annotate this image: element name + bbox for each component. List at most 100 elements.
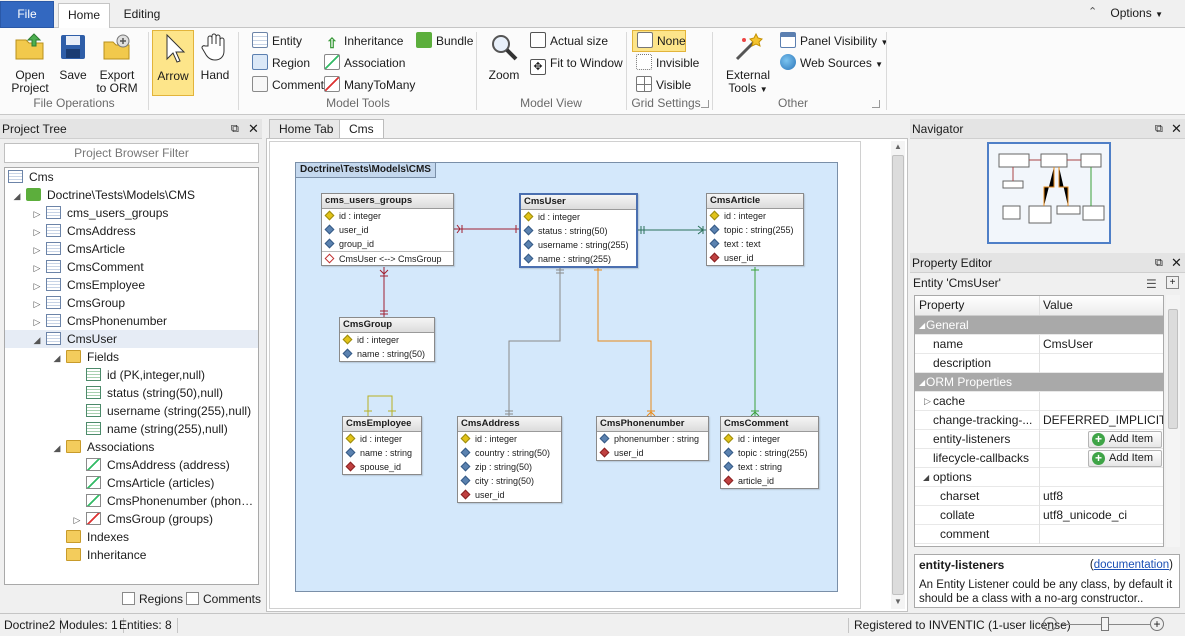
collapsed-arrow-icon[interactable]: ▷ bbox=[33, 209, 41, 219]
tree-node-entity[interactable]: ▷CmsGroup bbox=[32, 294, 125, 312]
tree-node-association[interactable]: CmsPhonenumber (phon… bbox=[86, 492, 253, 510]
manytomany-tool-button[interactable]: ManyToMany bbox=[324, 75, 415, 95]
collapsed-arrow-icon[interactable]: ▷ bbox=[924, 396, 931, 406]
association-tool-button[interactable]: Association bbox=[324, 53, 405, 73]
collapsed-arrow-icon[interactable]: ▷ bbox=[73, 515, 81, 525]
expanded-arrow-icon[interactable]: ◢ bbox=[923, 473, 930, 482]
collapse-ribbon-icon[interactable]: ⌃ bbox=[1088, 6, 1098, 18]
close-icon[interactable]: ✕ bbox=[1171, 121, 1182, 136]
close-icon[interactable]: ✕ bbox=[248, 121, 259, 136]
entity-cms-address[interactable]: CmsAddress id : integer country : string… bbox=[457, 416, 562, 503]
tab-home[interactable]: Home bbox=[58, 3, 110, 29]
hand-tool-button[interactable]: Hand bbox=[198, 32, 232, 82]
close-icon[interactable]: ✕ bbox=[1171, 255, 1182, 270]
scroll-up-icon[interactable]: ▲ bbox=[894, 142, 902, 151]
tree-node-entity[interactable]: ▷CmsAddress bbox=[32, 222, 136, 240]
tree-node-field[interactable]: id (PK,integer,null) bbox=[86, 366, 205, 384]
tree-node-associations[interactable]: ◢Associations bbox=[52, 438, 154, 456]
property-value[interactable]: utf8_unicode_ci bbox=[1043, 508, 1128, 522]
collapsed-arrow-icon[interactable]: ▷ bbox=[33, 299, 41, 309]
property-row[interactable]: comment bbox=[915, 525, 1163, 544]
tree-node-association[interactable]: CmsArticle (articles) bbox=[86, 474, 214, 492]
zoom-in-icon[interactable]: + bbox=[1150, 617, 1164, 631]
tree-node-entity[interactable]: ▷CmsEmployee bbox=[32, 276, 145, 294]
zoom-slider-thumb[interactable] bbox=[1101, 617, 1109, 631]
property-row[interactable]: description bbox=[915, 354, 1163, 373]
namespace-region[interactable]: Doctrine\Tests\Models\CMS bbox=[295, 162, 838, 592]
entity-cms-article[interactable]: CmsArticle id : integer topic : string(2… bbox=[706, 193, 804, 266]
tree-node-inheritance[interactable]: Inheritance bbox=[66, 546, 146, 564]
project-browser-filter-input[interactable]: Project Browser Filter bbox=[4, 143, 259, 163]
entity-cms-phonenumber[interactable]: CmsPhonenumber phonenumber : string user… bbox=[596, 416, 709, 461]
grid-settings-launcher-icon[interactable] bbox=[701, 100, 709, 108]
expanded-arrow-icon[interactable]: ◢ bbox=[919, 321, 926, 330]
export-to-orm-button[interactable]: Export to ORM bbox=[94, 32, 140, 95]
open-project-button[interactable]: Open Project bbox=[8, 32, 52, 95]
expanded-arrow-icon[interactable]: ◢ bbox=[919, 378, 926, 387]
collapsed-arrow-icon[interactable]: ▷ bbox=[33, 263, 41, 273]
save-button[interactable]: Save bbox=[56, 32, 90, 82]
tree-node-field[interactable]: name (string(255),null) bbox=[86, 420, 228, 438]
property-value[interactable] bbox=[1040, 525, 1163, 544]
expanded-arrow-icon[interactable]: ◢ bbox=[33, 335, 41, 345]
scrollbar-thumb[interactable] bbox=[892, 155, 904, 595]
tree-node-entity[interactable]: ▷CmsArticle bbox=[32, 240, 125, 258]
comments-checkbox[interactable] bbox=[186, 592, 199, 605]
collapsed-arrow-icon[interactable]: ▷ bbox=[33, 227, 41, 237]
region-tool-button[interactable]: Region bbox=[252, 53, 310, 73]
tab-file[interactable]: File bbox=[0, 1, 54, 28]
inheritance-tool-button[interactable]: ⇧Inheritance bbox=[324, 31, 403, 51]
entity-cms-group[interactable]: CmsGroup id : integer name : string(50) bbox=[339, 317, 435, 362]
zoom-button[interactable]: Zoom bbox=[484, 32, 524, 82]
other-launcher-icon[interactable] bbox=[872, 100, 880, 108]
tab-cms[interactable]: Cms bbox=[339, 119, 384, 139]
grid-invisible-button[interactable]: Invisible bbox=[636, 53, 699, 73]
property-row[interactable]: ◢options bbox=[915, 468, 1163, 487]
sort-list-icon[interactable]: ☰ bbox=[1146, 277, 1157, 291]
tree-node-cms[interactable]: Cms bbox=[8, 168, 54, 186]
collapsed-arrow-icon[interactable]: ▷ bbox=[33, 245, 41, 255]
grid-none-button[interactable]: None bbox=[632, 30, 686, 52]
property-value[interactable] bbox=[1040, 354, 1163, 373]
tree-node-namespace[interactable]: ◢Doctrine\Tests\Models\CMS bbox=[12, 186, 195, 204]
zoom-out-icon[interactable]: − bbox=[1043, 617, 1057, 631]
expanded-arrow-icon[interactable]: ◢ bbox=[53, 353, 61, 363]
property-value[interactable]: DEFERRED_IMPLICIT bbox=[1043, 413, 1164, 427]
float-panel-icon[interactable]: ⧉ bbox=[1155, 123, 1163, 135]
float-panel-icon[interactable]: ⧉ bbox=[1155, 257, 1163, 269]
property-value[interactable]: CmsUser bbox=[1043, 337, 1093, 351]
property-row[interactable]: change-tracking-...DEFERRED_IMPLICIT bbox=[915, 411, 1164, 430]
documentation-link-text[interactable]: documentation bbox=[1093, 559, 1170, 571]
property-row[interactable]: ▷cache bbox=[915, 392, 1163, 411]
entity-cms-employee[interactable]: CmsEmployee id : integer name : string s… bbox=[342, 416, 422, 475]
tree-node-association[interactable]: CmsAddress (address) bbox=[86, 456, 230, 474]
tab-editing[interactable]: Editing bbox=[123, 7, 161, 21]
property-grid-scrollbar[interactable] bbox=[1166, 295, 1180, 547]
comment-tool-button[interactable]: Comment bbox=[252, 75, 324, 95]
property-value[interactable]: utf8 bbox=[1043, 489, 1064, 503]
panel-visibility-button[interactable]: Panel Visibility ▼ bbox=[780, 31, 888, 51]
tab-home-tab[interactable]: Home Tab bbox=[269, 119, 344, 139]
collapsed-arrow-icon[interactable]: ▷ bbox=[33, 281, 41, 291]
property-category-orm[interactable]: ◢ORM Properties bbox=[915, 373, 1163, 392]
property-row[interactable]: lifecycle-callbacks+Add Item bbox=[915, 449, 1163, 468]
navigator-viewport[interactable] bbox=[987, 142, 1111, 244]
tree-node-entity[interactable]: ▷CmsPhonenumber bbox=[32, 312, 167, 330]
add-item-button[interactable]: +Add Item bbox=[1088, 450, 1162, 467]
scroll-down-icon[interactable]: ▼ bbox=[894, 597, 902, 606]
tree-node-fields[interactable]: ◢Fields bbox=[52, 348, 119, 366]
collapsed-arrow-icon[interactable]: ▷ bbox=[33, 317, 41, 327]
scrollbar-thumb[interactable] bbox=[1168, 309, 1178, 429]
tree-node-entity[interactable]: ▷cms_users_groups bbox=[32, 204, 168, 222]
add-item-button[interactable]: +Add Item bbox=[1088, 431, 1162, 448]
entity-cms-users-groups[interactable]: cms_users_groups id : integer user_id gr… bbox=[321, 193, 454, 266]
property-category-general[interactable]: ◢General bbox=[915, 316, 1163, 335]
tree-node-entity[interactable]: ▷CmsComment bbox=[32, 258, 144, 276]
tree-node-field[interactable]: username (string(255),null) bbox=[86, 402, 251, 420]
external-tools-button[interactable]: External Tools ▼ bbox=[724, 32, 772, 96]
actual-size-button[interactable]: Actual size bbox=[530, 31, 608, 51]
expand-all-icon[interactable]: + bbox=[1166, 276, 1179, 289]
